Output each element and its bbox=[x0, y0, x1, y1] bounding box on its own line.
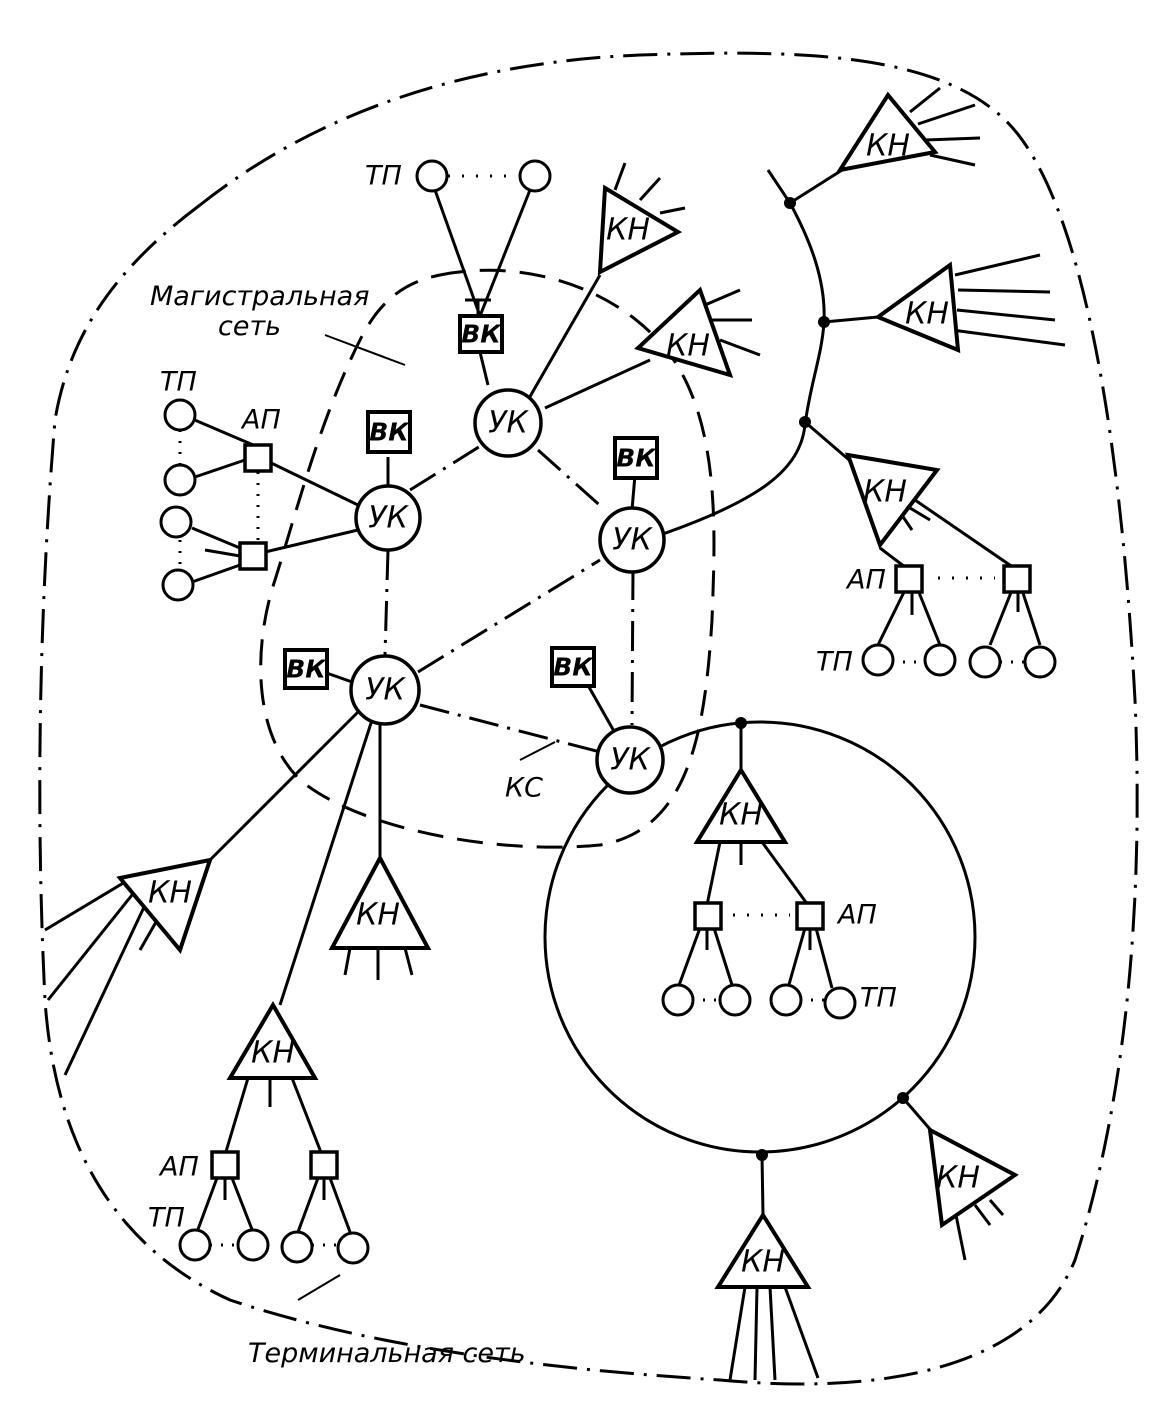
ap-label-ring: АП bbox=[836, 900, 877, 931]
kn-label: КН bbox=[719, 798, 763, 833]
ks-label-pointer bbox=[519, 741, 556, 761]
ap-label-left: АП bbox=[240, 405, 281, 436]
uk-label: УК bbox=[488, 406, 529, 441]
kn-node-top-right: КН bbox=[835, 86, 981, 173]
tp-label-left: ТП bbox=[160, 367, 197, 398]
kn-label: КН bbox=[148, 876, 192, 911]
ap-label-bottom-left: АП bbox=[158, 1152, 199, 1183]
kn-label: КН bbox=[356, 898, 400, 933]
ap-tp-cluster-ring bbox=[676, 913, 834, 1002]
tp-label-bottom-left: ТП bbox=[148, 1203, 185, 1234]
kn-node-right-upper: КН bbox=[873, 253, 1066, 354]
kn-label: КН bbox=[863, 475, 907, 510]
tp-label-ring: ТП bbox=[860, 983, 897, 1014]
vk-label: ВК bbox=[369, 418, 410, 447]
ap-tp-cluster-left bbox=[178, 430, 260, 568]
uk-label: УК bbox=[610, 743, 651, 778]
vk-label: ВК bbox=[553, 653, 594, 682]
backbone-label-pointer bbox=[324, 334, 406, 366]
kn-node-mid-upper: КН bbox=[634, 286, 761, 379]
vk-label: ВК bbox=[461, 320, 502, 349]
vk-box-right: ВК bbox=[613, 436, 659, 480]
uk-node-right: УК bbox=[598, 506, 666, 574]
uk-label: УК bbox=[368, 501, 409, 536]
kn-node-right-mid: КН bbox=[844, 452, 1018, 572]
uk-node-left: УК bbox=[354, 484, 422, 552]
ap-squares bbox=[210, 443, 1032, 1180]
terminal-label-pointer bbox=[297, 1274, 341, 1301]
kn-node-top-center: КН bbox=[597, 162, 686, 276]
kn-node-lower-center: КН bbox=[328, 853, 432, 980]
kn-label: КН bbox=[251, 1036, 295, 1071]
junction-dots bbox=[735, 197, 909, 1161]
kn-label: КН bbox=[936, 1161, 980, 1196]
backbone-network-label-line2: сеть bbox=[218, 311, 281, 342]
kn-node-ring-right: КН bbox=[927, 1126, 1019, 1261]
backbone-network-boundary bbox=[259, 268, 716, 849]
kn-node-left: КН bbox=[44, 857, 213, 1076]
vk-label: ВК bbox=[286, 655, 327, 684]
uk-label: УК bbox=[365, 673, 406, 708]
ap-tp-cluster-bottom-left bbox=[195, 1177, 352, 1247]
vk-box-lower-right: ВК bbox=[550, 646, 596, 688]
ks-label: КС bbox=[505, 773, 543, 804]
kn-node-ring-bottom: КН bbox=[714, 1211, 820, 1381]
vk-box-lower-left: ВК bbox=[283, 648, 329, 690]
vk-box-top: ВК bbox=[458, 298, 504, 354]
kn-label: КН bbox=[606, 213, 650, 248]
terminal-network-label: Терминальная сеть bbox=[248, 1338, 526, 1369]
kn-node-ring-inner: КН bbox=[693, 766, 810, 906]
vk-label: ВК bbox=[616, 444, 657, 473]
kn-label: КН bbox=[741, 1245, 785, 1280]
kn-label: КН bbox=[866, 129, 910, 164]
uk-nodes: УК УК УК УК УК bbox=[349, 388, 666, 795]
kn-node-bottom-left: КН bbox=[223, 1001, 324, 1156]
tp-label-top: ТП bbox=[365, 161, 402, 192]
vk-box-left: ВК bbox=[366, 410, 412, 454]
ap-label-right: АП bbox=[845, 565, 886, 596]
kn-label: КН bbox=[905, 297, 949, 332]
tp-circles bbox=[159, 159, 1057, 1265]
uk-node-top: УК bbox=[473, 388, 543, 458]
kn-label: КН bbox=[666, 329, 710, 364]
uk-node-lower-right: УК bbox=[595, 725, 665, 795]
uk-node-lower-left: УК bbox=[349, 654, 421, 726]
terminal-network-boundary bbox=[38, 51, 1139, 1386]
uk-label: УК bbox=[612, 523, 653, 558]
backbone-network-label: Магистральная bbox=[150, 281, 369, 312]
tp-label-right: ТП bbox=[816, 647, 853, 678]
